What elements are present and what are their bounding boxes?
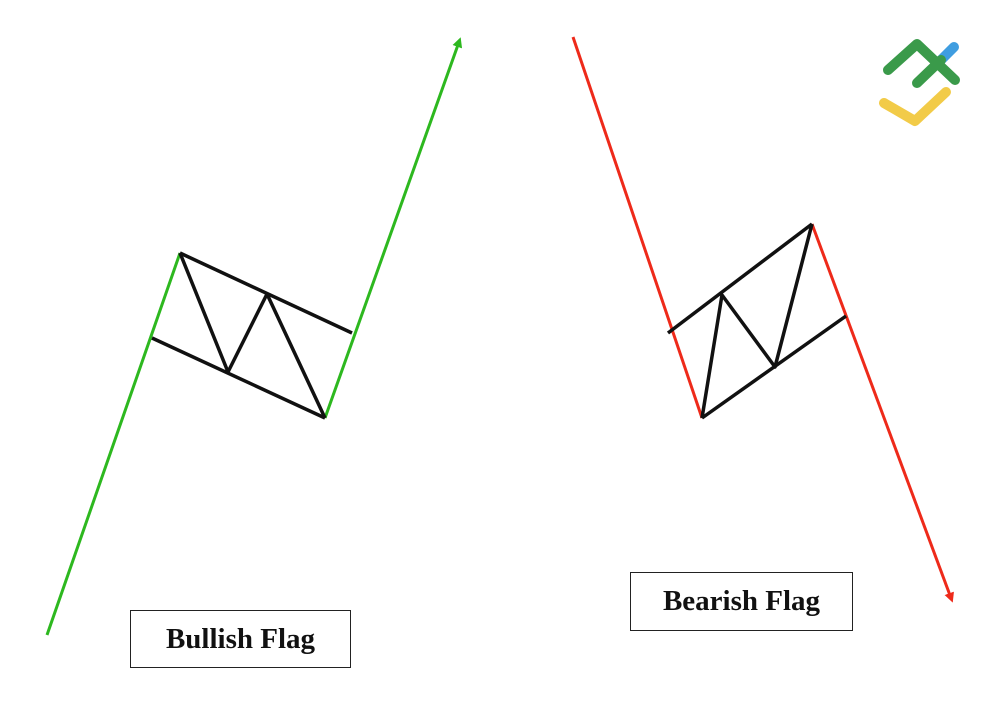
bullish-pole (45, 252, 182, 636)
bearish-breakout-arrow (810, 223, 954, 603)
logo-icon (879, 39, 960, 126)
bullish-breakout-arrow (323, 37, 463, 419)
bullish-flag-label: Bullish Flag (130, 610, 351, 668)
bearish-flag (571, 36, 954, 603)
bearish-flag-top (666, 222, 814, 335)
bullish-flag-bottom (151, 336, 326, 420)
bullish-flag (45, 37, 463, 636)
bearish-pole (571, 36, 704, 419)
bullish-flag-zigzag (178, 252, 327, 419)
bearish-flag-zigzag (700, 223, 814, 419)
bearish-flag-label: Bearish Flag (630, 572, 853, 631)
